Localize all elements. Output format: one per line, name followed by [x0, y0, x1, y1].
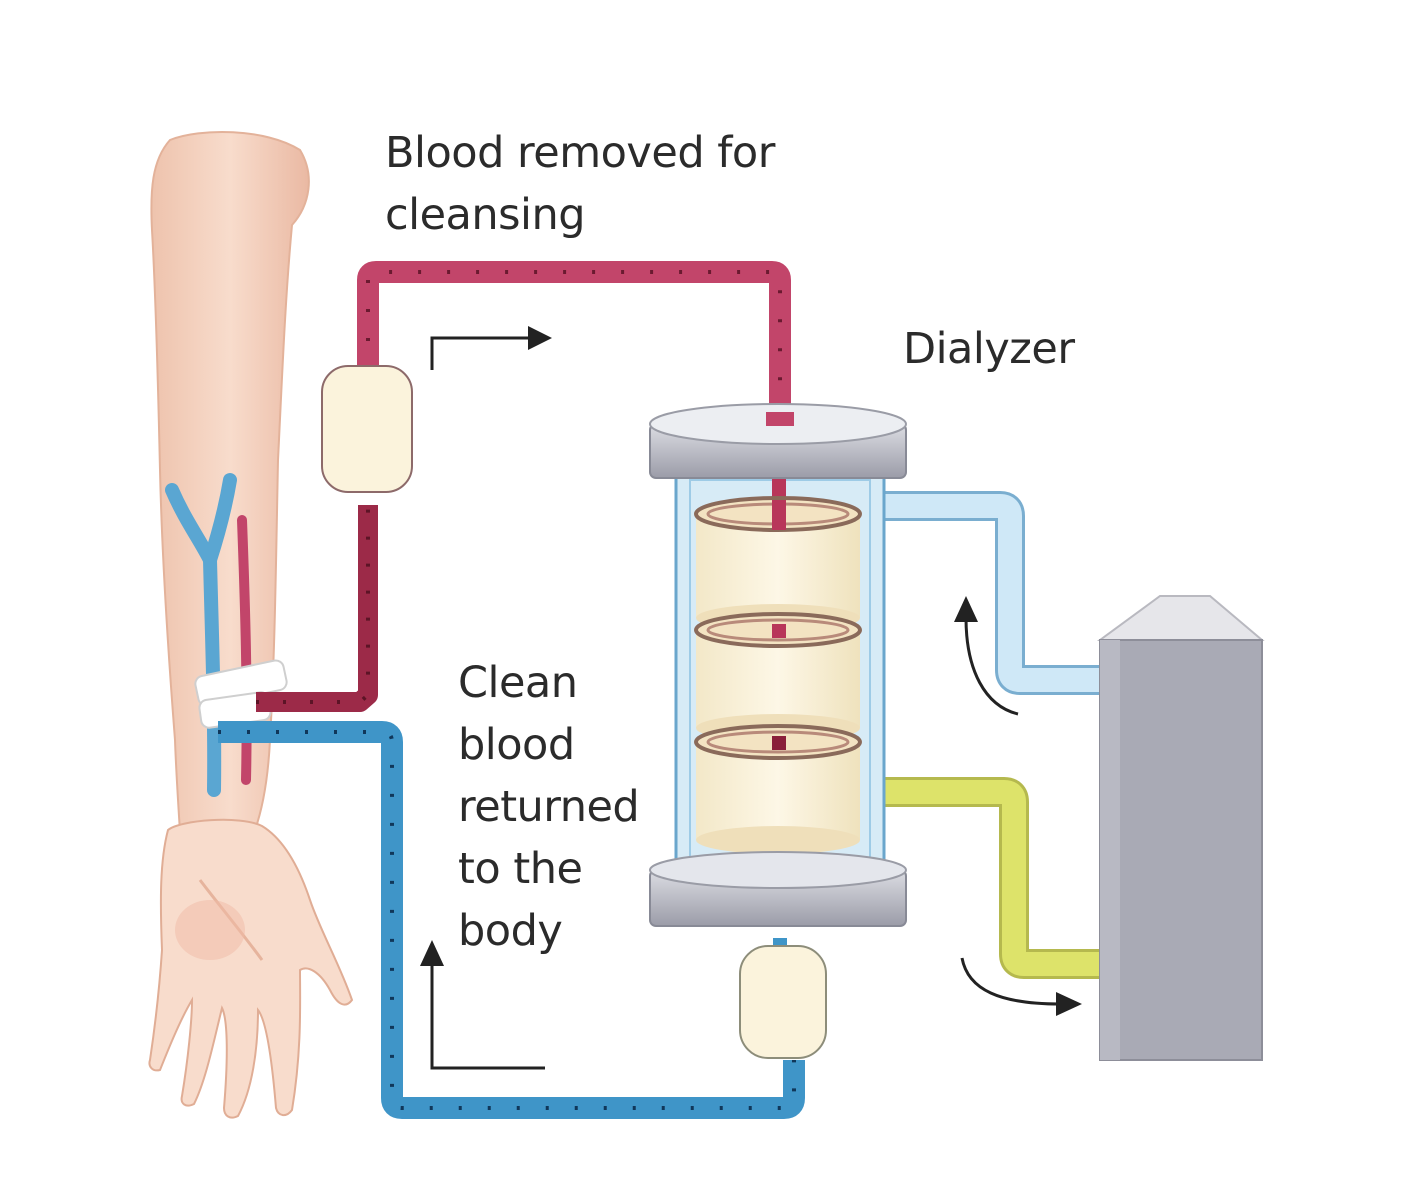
label-dialyzer: Dialyzer [903, 324, 1075, 374]
label-line: returned [458, 782, 640, 832]
label-clean-blood: Clean blood returned to the body [458, 652, 640, 962]
dialysate-tubes [880, 491, 1104, 979]
drip-chamber-top [321, 365, 413, 493]
label-line: to the [458, 844, 583, 894]
label-blood-removed: Blood removed for cleansing [385, 122, 775, 246]
label-line: body [458, 906, 563, 956]
label-line: blood [458, 720, 575, 770]
filter-chamber-3 [694, 724, 862, 854]
dialysis-machine [1096, 595, 1265, 1061]
venous-tube [218, 721, 827, 1119]
dialyzer-illustration [649, 403, 907, 927]
flow-arrow [960, 957, 1082, 1016]
dialyzer-bottom-cap [649, 851, 907, 927]
label-line: cleansing [385, 190, 586, 240]
arterial-tube [256, 261, 791, 712]
flow-arrow [954, 596, 1019, 716]
flow-arrow [430, 326, 552, 370]
label-line: Blood removed for [385, 128, 775, 178]
dialyzer-top-cap [649, 403, 907, 479]
arm-illustration [148, 130, 354, 1119]
drip-chamber-bottom [739, 945, 827, 1059]
label-line: Clean [458, 658, 578, 708]
flow-arrow [420, 940, 545, 1070]
